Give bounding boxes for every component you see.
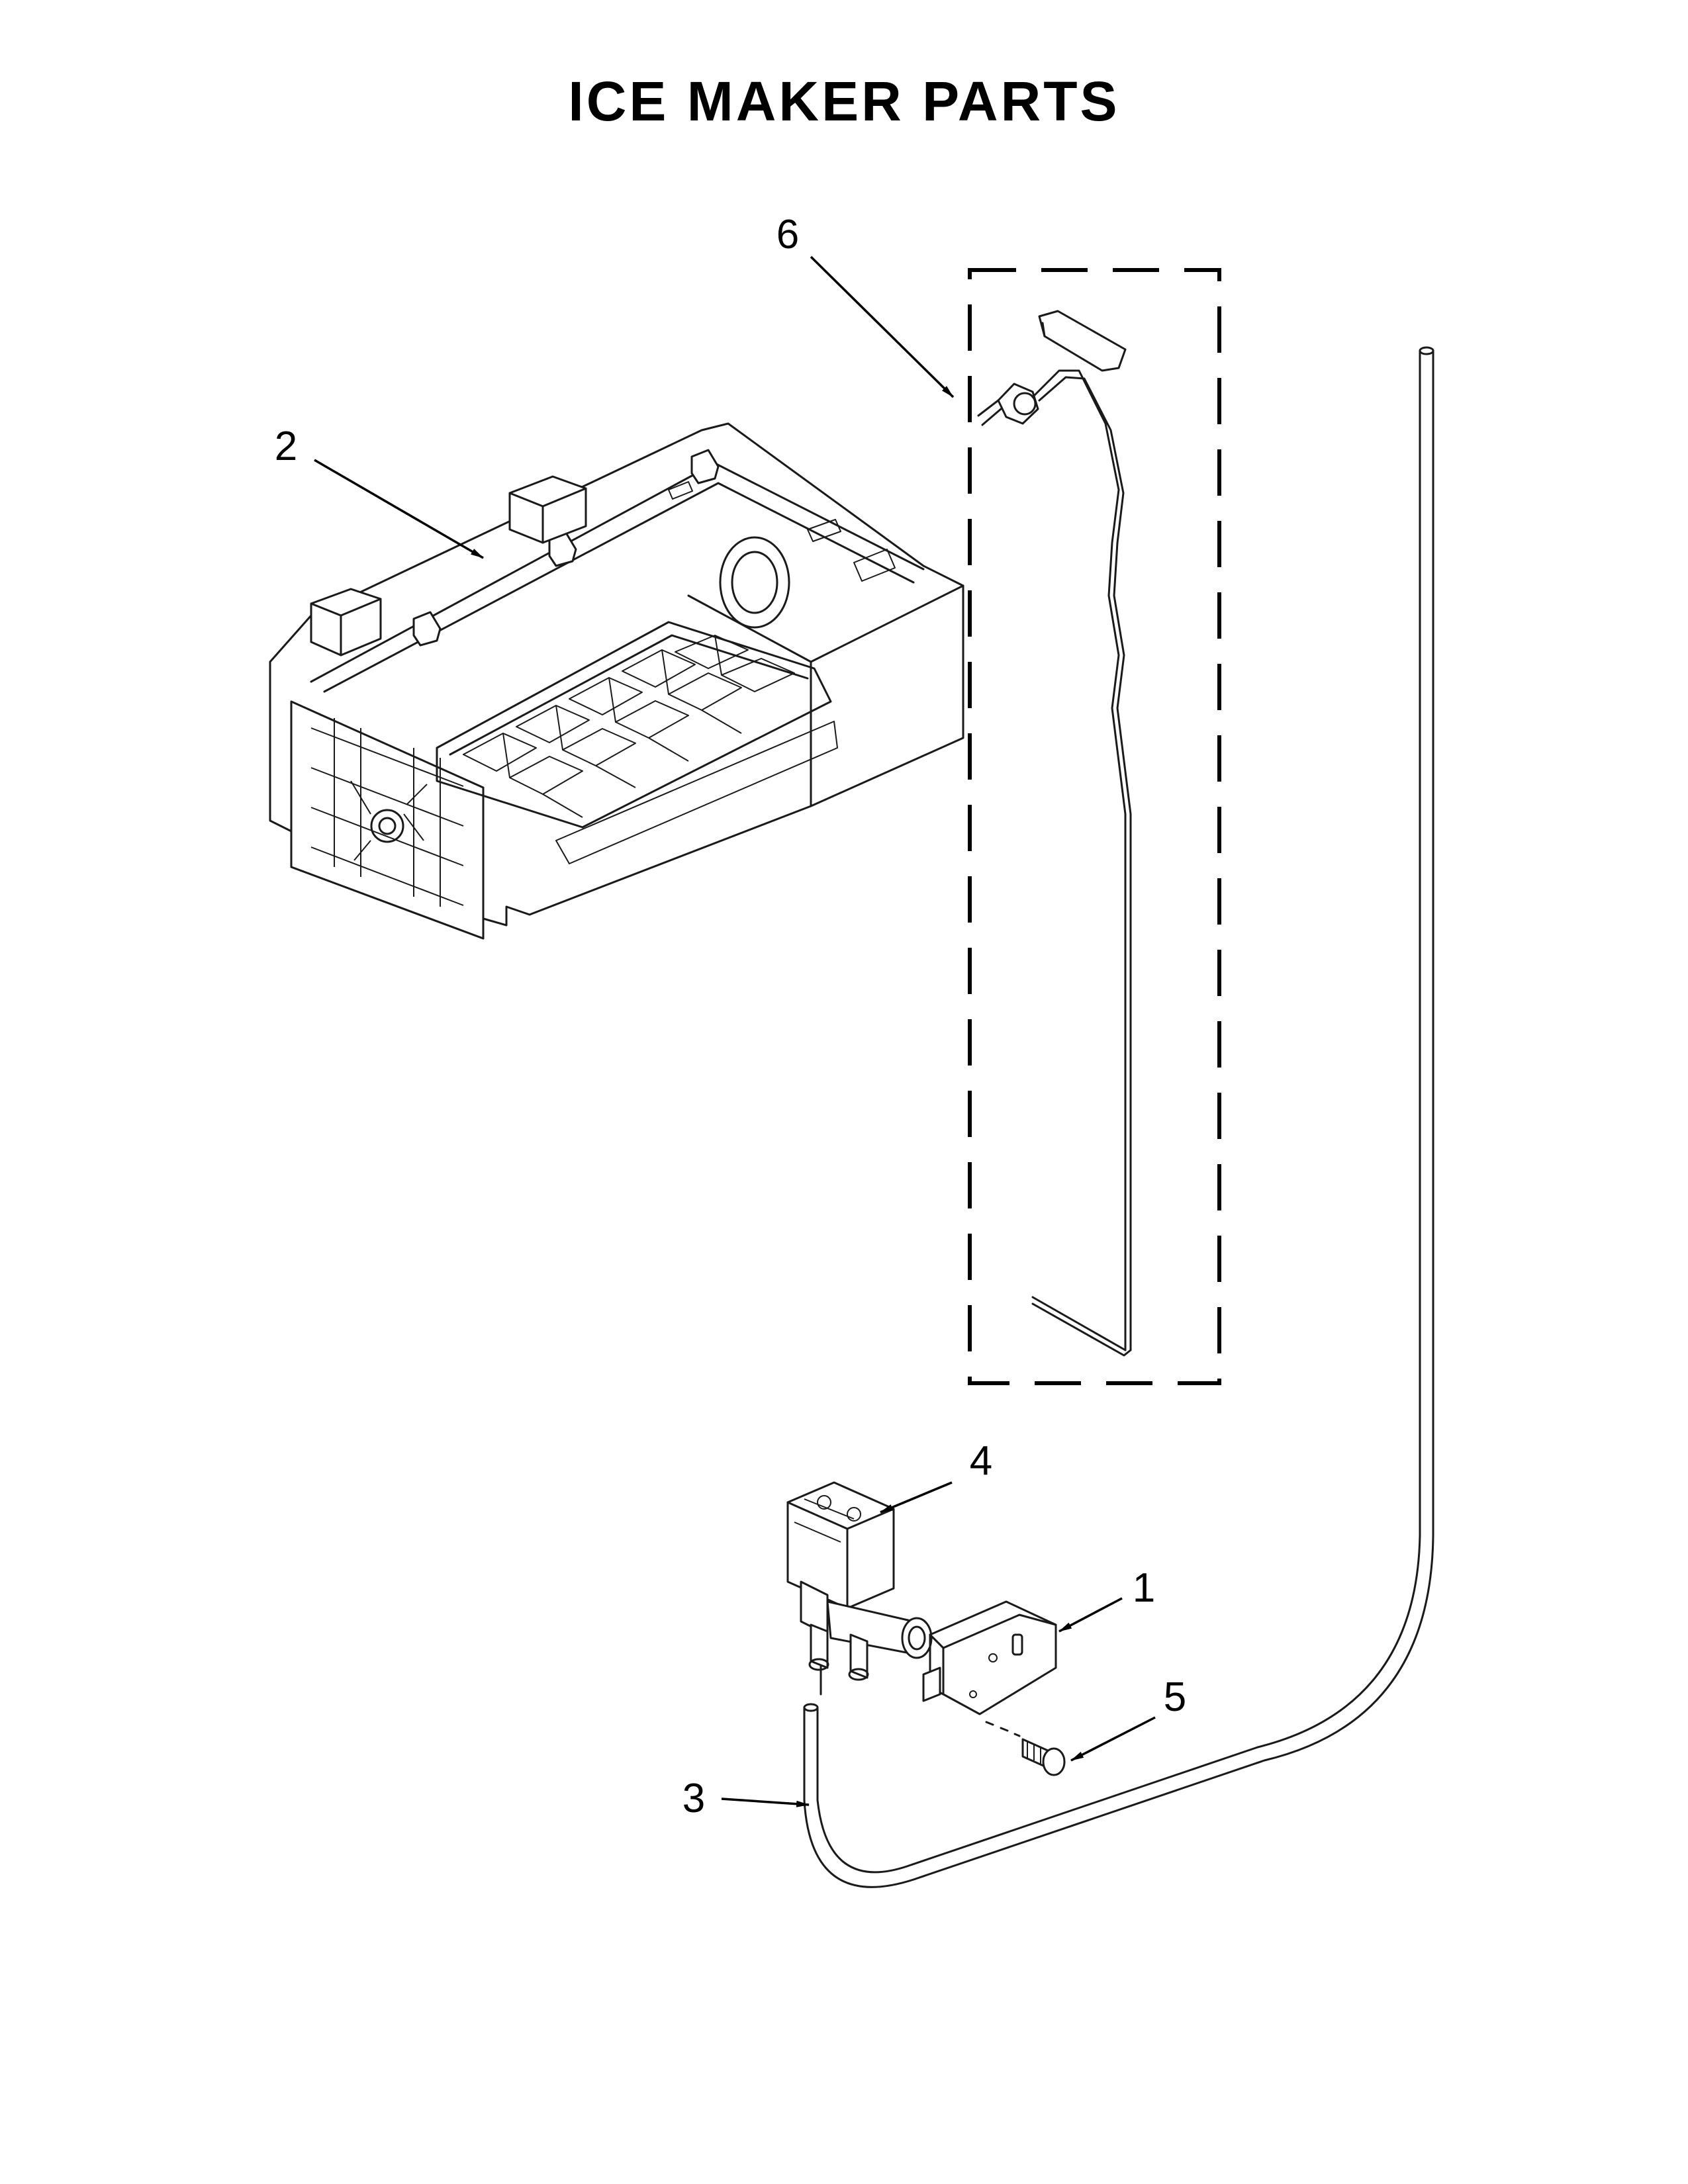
water-valve[interactable] bbox=[786, 1481, 933, 1681]
callout-4-label: 4 bbox=[970, 1438, 992, 1484]
callout-6-label: 6 bbox=[776, 212, 799, 257]
callout-6: 6 bbox=[776, 212, 955, 398]
callout-4: 4 bbox=[880, 1438, 992, 1514]
ice-tray-cups bbox=[463, 635, 795, 818]
callout-5: 5 bbox=[1070, 1674, 1186, 1762]
callout-1: 1 bbox=[1058, 1565, 1155, 1633]
water-tube[interactable] bbox=[803, 346, 1434, 1888]
screw[interactable] bbox=[985, 1721, 1066, 1776]
diagram-title: ICE MAKER PARTS bbox=[568, 70, 1119, 132]
fill-tube-dashed-outline bbox=[968, 268, 1221, 1385]
callout-1-label: 1 bbox=[1133, 1565, 1155, 1611]
ice-maker-front-grid bbox=[310, 718, 464, 907]
callout-3-label: 3 bbox=[682, 1776, 705, 1821]
callout-2-label: 2 bbox=[275, 424, 297, 469]
fill-tube-harness[interactable] bbox=[968, 268, 1221, 1385]
callout-5-label: 5 bbox=[1164, 1674, 1186, 1720]
ice-maker-assembly[interactable] bbox=[269, 422, 964, 940]
callout-3: 3 bbox=[682, 1776, 810, 1821]
callout-2: 2 bbox=[275, 424, 484, 559]
valve-bracket[interactable] bbox=[922, 1600, 1057, 1715]
